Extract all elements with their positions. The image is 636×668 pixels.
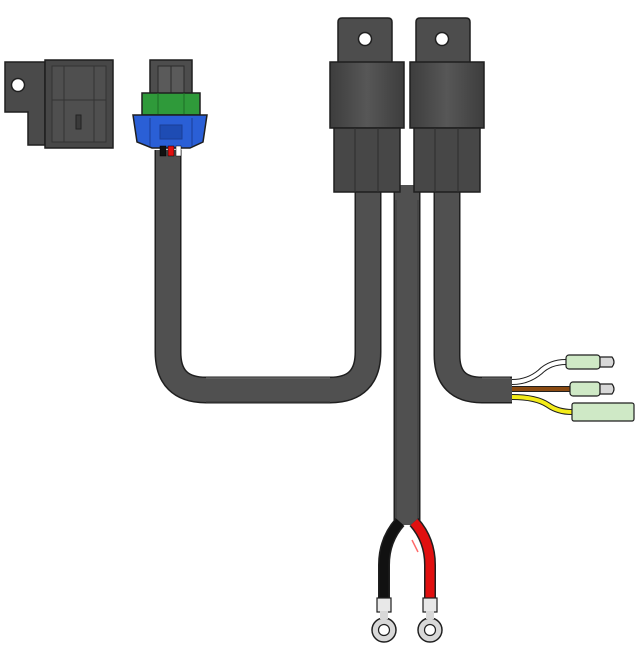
relay-left bbox=[329, 17, 405, 193]
battery-leads bbox=[371, 518, 443, 643]
fuse-holder-bracket bbox=[4, 59, 114, 149]
plug-connector bbox=[132, 59, 208, 157]
cable-left-loop bbox=[154, 150, 382, 404]
spade-terminal-icon bbox=[571, 402, 635, 422]
connector-green-lock bbox=[141, 92, 201, 116]
mounting-hole-icon bbox=[10, 77, 26, 93]
mounting-hole-icon bbox=[357, 31, 373, 47]
signal-leads bbox=[511, 354, 635, 422]
spade-terminal-icon bbox=[569, 381, 615, 397]
mounting-hole-icon bbox=[434, 31, 450, 47]
relay-right bbox=[409, 17, 485, 193]
ring-terminal-icon bbox=[417, 597, 443, 643]
cable-right-branch bbox=[433, 185, 512, 404]
ring-terminal-icon bbox=[371, 597, 397, 643]
cable-center-trunk bbox=[393, 185, 421, 525]
spade-terminal-icon bbox=[565, 354, 615, 370]
